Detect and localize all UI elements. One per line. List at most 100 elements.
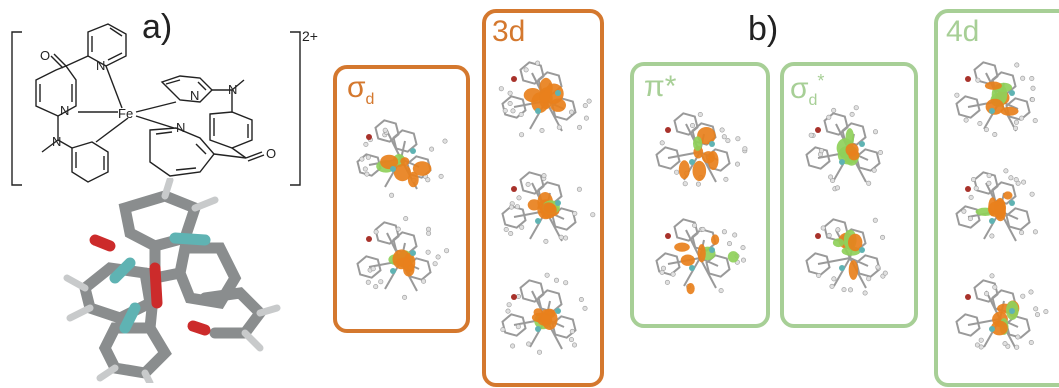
panel-a-label: a) bbox=[142, 8, 173, 46]
orbital-lobe-positive bbox=[991, 320, 1008, 336]
atom-dot bbox=[1028, 289, 1034, 295]
atom-dot bbox=[878, 149, 884, 155]
atom-dot bbox=[1030, 97, 1036, 103]
iron-label: Fe bbox=[118, 106, 133, 121]
atom-dot bbox=[970, 176, 976, 182]
ring-skeleton bbox=[841, 122, 867, 146]
atom-dot bbox=[974, 342, 980, 348]
orbital-molecule bbox=[492, 49, 600, 154]
ring-skeleton bbox=[1005, 207, 1031, 231]
heteroatom-dot bbox=[689, 159, 695, 165]
heteroatom-dot bbox=[410, 148, 416, 154]
atom-dot bbox=[689, 122, 695, 128]
atom-dot bbox=[543, 238, 549, 244]
orbital-lobe-positive bbox=[680, 254, 695, 266]
heteroatom-dot bbox=[859, 247, 865, 253]
molecule-orbital-render bbox=[954, 61, 1038, 138]
ring-skeleton bbox=[501, 205, 527, 229]
atom-dot bbox=[828, 174, 834, 180]
atom-dot bbox=[402, 294, 408, 300]
orbital-box-sigma-d: σd bbox=[333, 65, 470, 333]
atom-dot bbox=[503, 227, 509, 233]
heteroatom-dot bbox=[689, 265, 695, 271]
orbital-lobe-positive bbox=[692, 160, 707, 181]
atom-dot bbox=[425, 249, 431, 255]
atom-dot bbox=[954, 92, 960, 98]
atom-dot bbox=[975, 77, 981, 83]
atom-dot bbox=[670, 271, 676, 277]
orbital-box-title: σd* bbox=[790, 71, 825, 109]
atom-dot bbox=[968, 194, 974, 200]
heteroatom-dot bbox=[965, 76, 971, 82]
atom-dot bbox=[735, 136, 741, 142]
heteroatom-dot bbox=[1009, 90, 1015, 96]
orbital-molecule bbox=[946, 267, 1054, 372]
atom-dot bbox=[382, 127, 388, 133]
heteroatom-dot bbox=[511, 76, 517, 82]
orbital-lobe-positive bbox=[400, 157, 410, 166]
atom-dot bbox=[1032, 118, 1038, 124]
atom-dot bbox=[444, 248, 450, 254]
ring-skeleton bbox=[673, 218, 699, 242]
atom-dot bbox=[556, 124, 562, 130]
nitrogen-label: N bbox=[190, 88, 199, 103]
heteroatom-dot bbox=[535, 218, 541, 224]
atom-dot bbox=[866, 276, 872, 282]
atom-dot bbox=[697, 112, 703, 118]
atom-dot bbox=[1028, 340, 1034, 346]
ring-skeleton bbox=[673, 112, 699, 136]
atom-dot bbox=[735, 161, 741, 167]
molecule-orbital-render bbox=[805, 105, 884, 192]
atom-dot bbox=[664, 279, 670, 285]
atom-dot bbox=[572, 342, 578, 348]
orbital-box-title: π* bbox=[644, 70, 677, 103]
atom-dot bbox=[1020, 293, 1026, 299]
atom-dot bbox=[719, 127, 725, 133]
stick-model-3d bbox=[63, 178, 281, 383]
orbital-lobe-positive bbox=[678, 160, 690, 180]
orbital-box-4d: 4d bbox=[934, 9, 1059, 387]
ring-skeleton bbox=[356, 153, 382, 177]
atom-dot bbox=[721, 134, 727, 140]
orbital-lobe-positive bbox=[539, 91, 550, 103]
atom-dot bbox=[526, 341, 532, 347]
molecule-orbital-render bbox=[356, 119, 448, 198]
orbital-lobe-positive bbox=[674, 242, 690, 252]
pyridine-ring-right bbox=[209, 111, 253, 149]
orbital-lobe-negative bbox=[832, 238, 845, 248]
atom-dot bbox=[1008, 175, 1014, 181]
atom-dot bbox=[362, 166, 368, 172]
orbital-lobe-positive bbox=[1003, 191, 1013, 200]
atom-dot bbox=[674, 169, 680, 175]
heteroatom-dot bbox=[665, 127, 671, 133]
atom-dot bbox=[515, 324, 521, 330]
heteroatom-dot bbox=[555, 200, 561, 206]
heteroatom-dot bbox=[390, 268, 396, 274]
atom-dot bbox=[1019, 230, 1025, 236]
orbital-box-title: σd bbox=[347, 71, 375, 108]
atom-dot bbox=[834, 185, 840, 191]
atom-dot bbox=[563, 280, 569, 286]
atom-dot bbox=[558, 234, 564, 240]
atom-dot bbox=[978, 344, 984, 350]
atom-dot bbox=[432, 261, 438, 267]
atom-dot bbox=[544, 272, 550, 278]
atom-dot bbox=[578, 296, 584, 302]
heteroatom-dot bbox=[839, 159, 845, 165]
heteroatom-dot bbox=[709, 247, 715, 253]
molecule-orbital-render bbox=[500, 272, 588, 355]
ring-skeleton bbox=[973, 279, 999, 303]
atom-dot bbox=[700, 226, 706, 232]
orbital-lobe-positive bbox=[543, 203, 556, 214]
atom-dot bbox=[826, 232, 832, 238]
orbital-lobe-positive bbox=[686, 283, 695, 295]
atom-dot bbox=[365, 279, 371, 285]
atom-dot bbox=[373, 284, 379, 290]
atom-dot bbox=[1032, 229, 1038, 235]
atom-dot bbox=[1029, 75, 1035, 81]
atom-dot bbox=[875, 264, 881, 270]
atom-dot bbox=[553, 277, 559, 283]
ring-skeleton bbox=[655, 146, 681, 170]
heteroatom-dot bbox=[555, 308, 561, 314]
atom-dot bbox=[586, 98, 592, 104]
